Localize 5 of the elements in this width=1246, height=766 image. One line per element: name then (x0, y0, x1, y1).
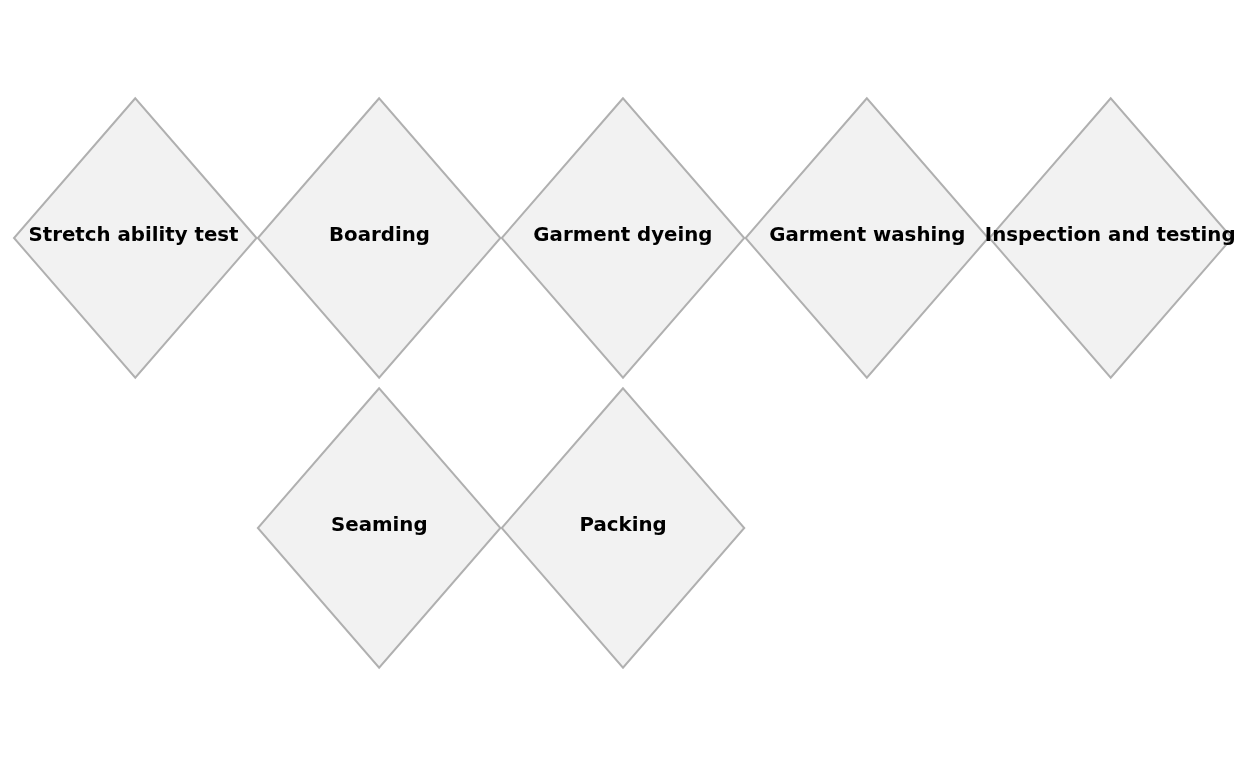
node-diamond: Stretch ability test (12, 96, 258, 380)
node-diamond: Garment dyeing (500, 96, 746, 380)
node-diamond: Seaming (256, 386, 502, 670)
node-diamond: Packing (500, 386, 746, 670)
node-diamond: Boarding (256, 96, 502, 380)
